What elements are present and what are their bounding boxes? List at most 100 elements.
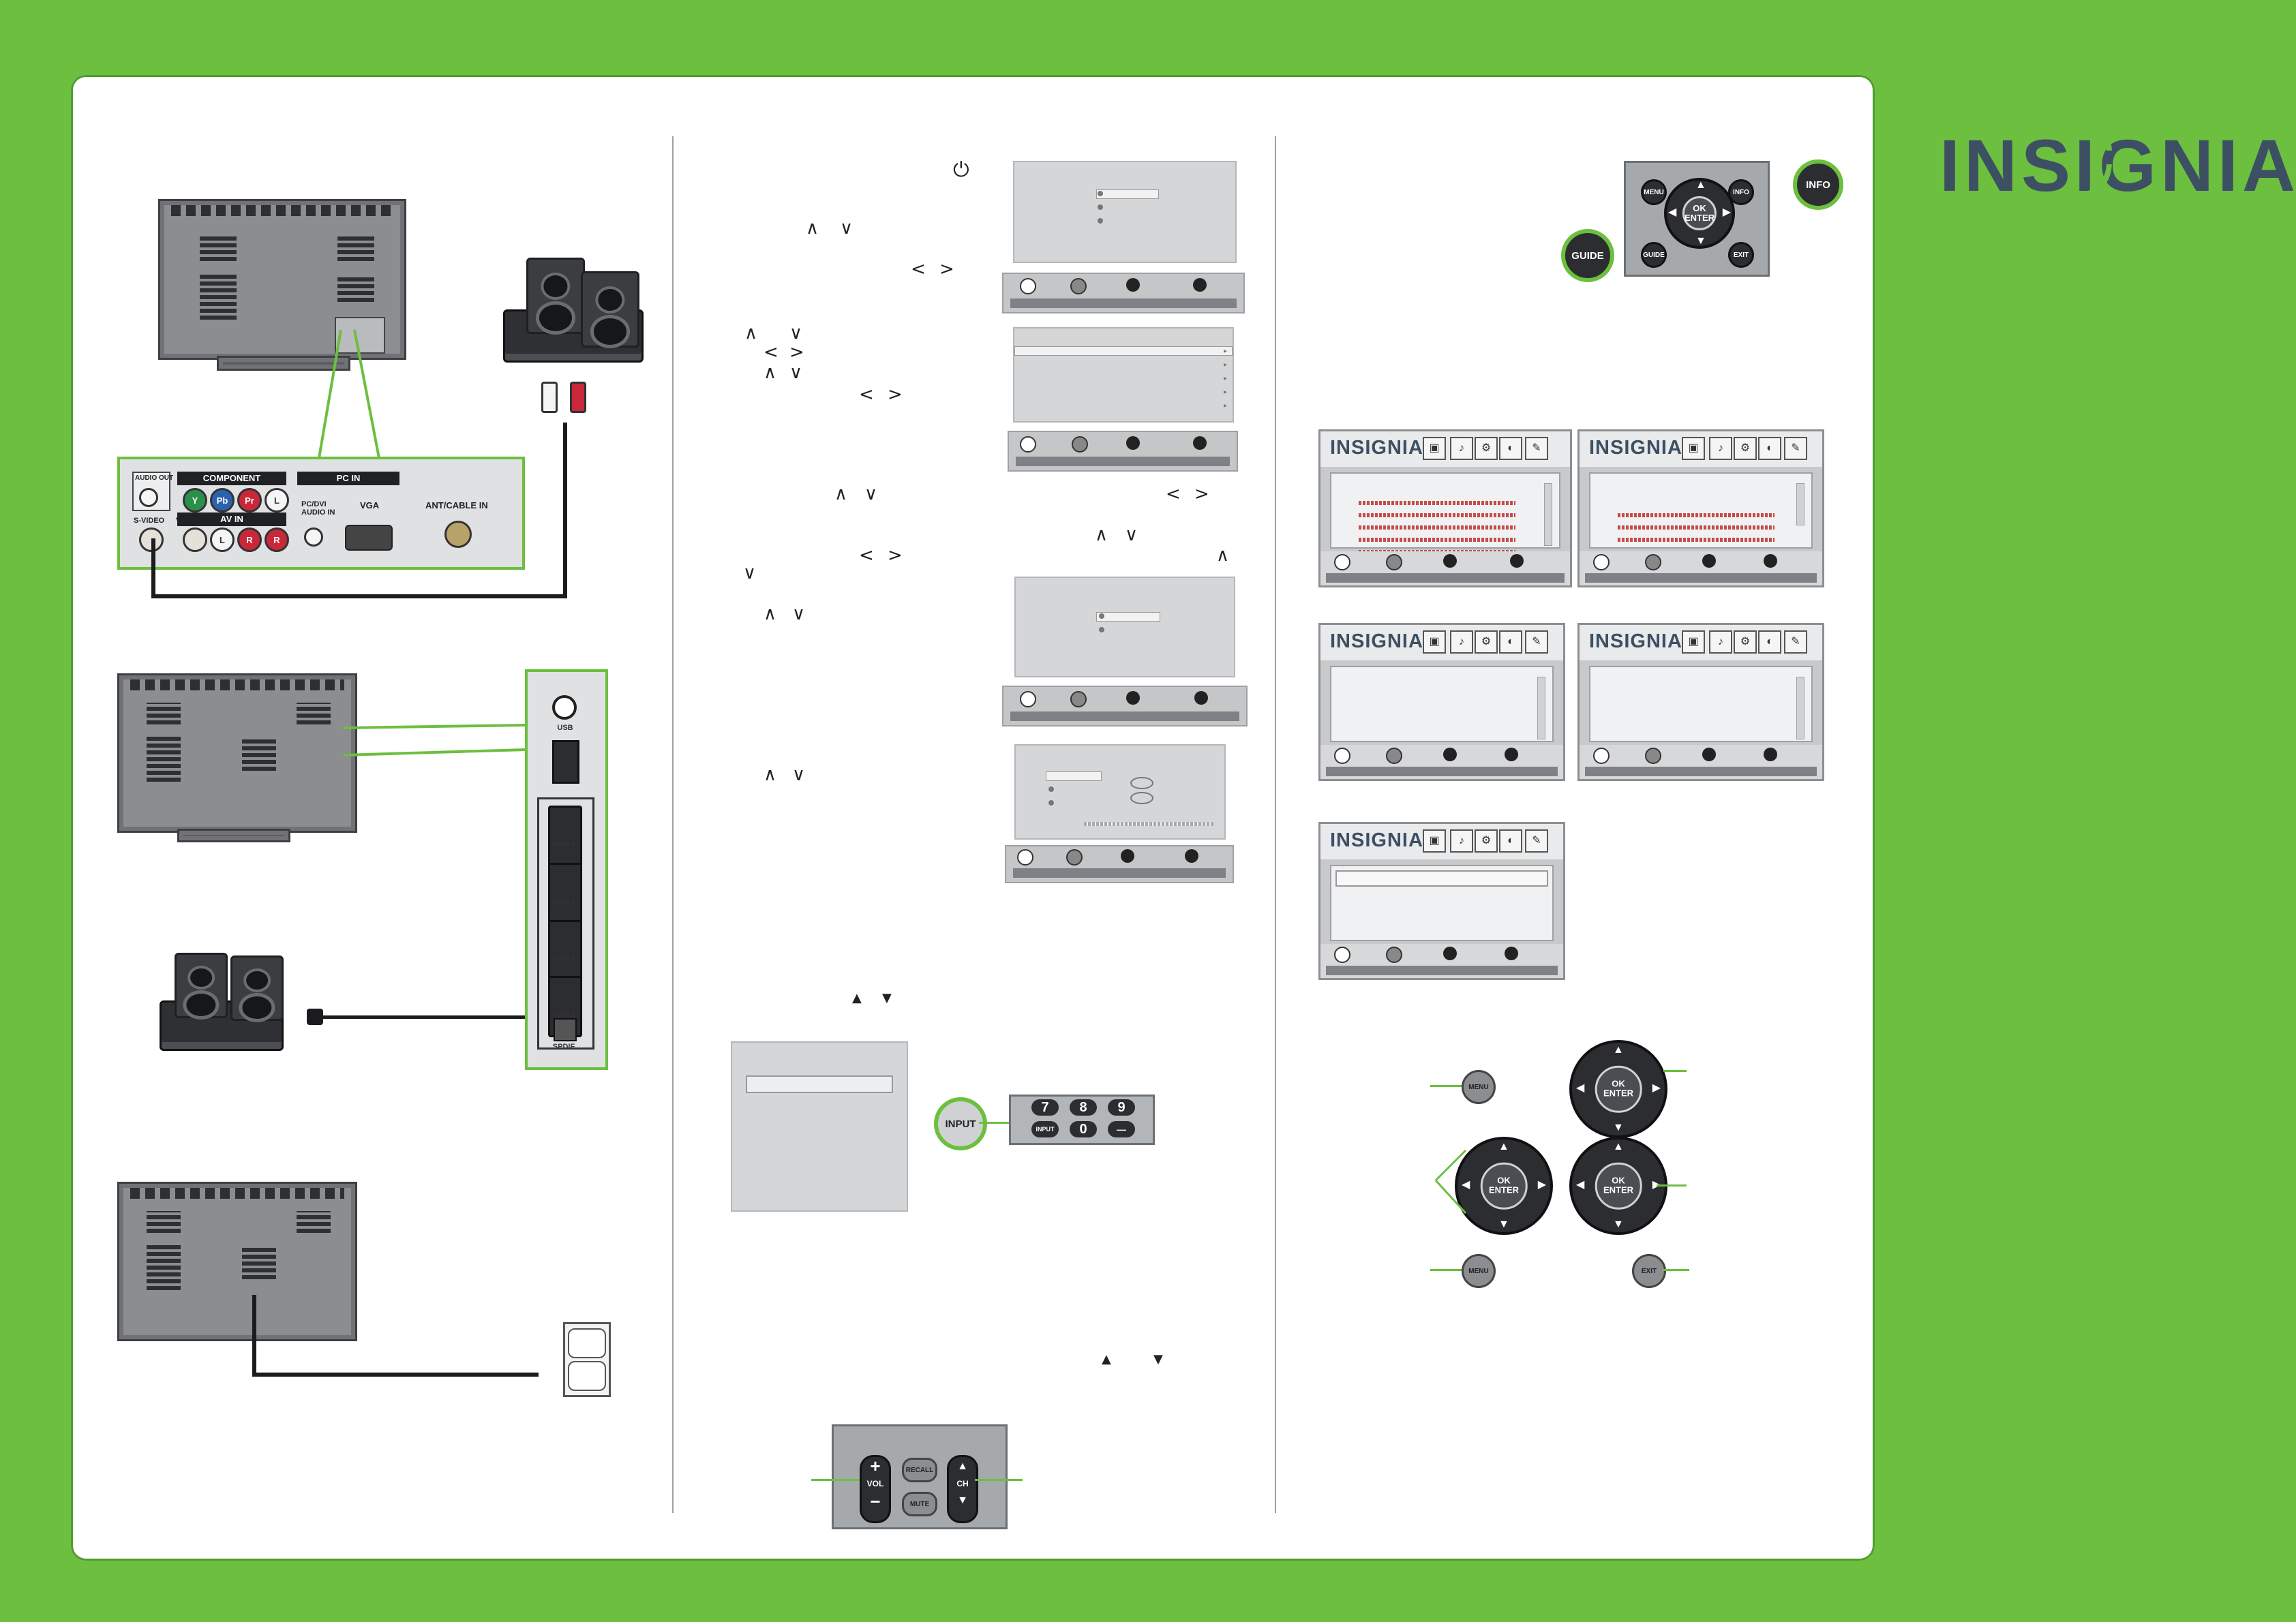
up-arrow-icon: ∧ bbox=[1216, 545, 1230, 566]
down-arrow-icon: ∨ bbox=[840, 218, 854, 239]
right-arrow-icon: > bbox=[789, 342, 804, 363]
info-callout[interactable]: INFO bbox=[1793, 159, 1843, 210]
av-r2-jack[interactable]: R bbox=[265, 527, 289, 552]
left-arrow-icon: < bbox=[911, 259, 926, 279]
column-divider bbox=[1275, 136, 1276, 1513]
vga-label: VGA bbox=[360, 500, 380, 510]
spdif-port[interactable] bbox=[554, 1018, 577, 1041]
av-l-jack[interactable]: L bbox=[210, 527, 235, 552]
menu-button[interactable]: MENU bbox=[1462, 1070, 1496, 1104]
component-l-jack[interactable]: L bbox=[265, 488, 289, 512]
menu-button[interactable]: MENU bbox=[1641, 179, 1667, 205]
tv-back-3 bbox=[117, 1182, 357, 1341]
av-r-jack[interactable]: R bbox=[237, 527, 262, 552]
av-in-label: AV IN bbox=[177, 512, 286, 526]
hdmi3-label: HDMI 3 bbox=[552, 898, 575, 906]
component-y-jack[interactable]: Y bbox=[183, 488, 207, 512]
down-arrow-icon: ∨ bbox=[792, 604, 806, 624]
input-source-selected[interactable] bbox=[746, 1075, 893, 1093]
pc-dvi-audio-label: PC/DVI AUDIO IN bbox=[301, 500, 335, 517]
callout-line bbox=[1430, 1269, 1462, 1271]
side-panel: USB HDMI 4 HDMI 3 HDMI 2 HDMI 1 SPDIF bbox=[525, 669, 608, 1070]
menu-selected-row[interactable] bbox=[1335, 870, 1548, 887]
callout-line bbox=[979, 1122, 1010, 1124]
outlet-icon bbox=[563, 1322, 611, 1397]
component-label: COMPONENT bbox=[177, 472, 286, 485]
hdmi4-port[interactable] bbox=[548, 806, 582, 867]
hdmi3-port[interactable] bbox=[548, 863, 582, 924]
up-arrow-icon: ∧ bbox=[744, 323, 758, 343]
key-dash[interactable]: — bbox=[1108, 1121, 1135, 1137]
right-arrow-icon: > bbox=[888, 384, 903, 405]
key-9[interactable]: 9 bbox=[1108, 1099, 1135, 1116]
audio-cable bbox=[151, 538, 155, 597]
menu-screen-picture: INSIGNIA ▣♪ ⚙◐✎ bbox=[1318, 429, 1572, 587]
osd-screen-4 bbox=[1014, 744, 1226, 840]
down-arrow-icon: ∨ bbox=[743, 563, 757, 583]
right-arrow-icon: > bbox=[888, 545, 903, 566]
up-arrow-icon: ∧ bbox=[1095, 525, 1108, 545]
callout-line bbox=[1430, 1085, 1462, 1087]
input-button[interactable]: INPUT bbox=[934, 1097, 987, 1150]
exit-button[interactable]: EXIT bbox=[1728, 242, 1754, 268]
osd-footer bbox=[1002, 686, 1248, 726]
up-arrow-icon: ∧ bbox=[806, 218, 819, 239]
headphone-icon[interactable] bbox=[552, 695, 577, 720]
callout-line bbox=[975, 1479, 1023, 1481]
video-jack[interactable] bbox=[183, 527, 207, 552]
key-7[interactable]: 7 bbox=[1031, 1099, 1059, 1116]
ant-cable-jack[interactable] bbox=[444, 521, 472, 548]
callout-line bbox=[811, 1479, 859, 1481]
down-arrow-icon: ▼ bbox=[1153, 1352, 1163, 1366]
power-cord bbox=[252, 1295, 256, 1377]
s-video-label: S-VIDEO bbox=[134, 517, 165, 525]
audio-out-label: AUDIO OUT bbox=[135, 474, 174, 482]
osd-screen-3 bbox=[1014, 577, 1235, 677]
guide-button[interactable]: GUIDE bbox=[1641, 242, 1667, 268]
hdmi2-port[interactable] bbox=[548, 920, 582, 981]
right-arrow-icon: > bbox=[939, 259, 954, 279]
vol-rocker[interactable]: + VOL − bbox=[860, 1455, 891, 1523]
left-arrow-icon: < bbox=[859, 384, 874, 405]
pc-audio-jack[interactable] bbox=[304, 527, 323, 547]
recall-button[interactable]: RECALL bbox=[902, 1458, 937, 1482]
optical-plug bbox=[307, 1009, 323, 1025]
key-0[interactable]: 0 bbox=[1070, 1121, 1097, 1137]
exit-button[interactable]: EXIT bbox=[1632, 1254, 1666, 1288]
connection-panel: AUDIO OUT COMPONENT Y Pb Pr L AV IN S-VI… bbox=[117, 457, 525, 570]
rca-plug-red bbox=[570, 382, 586, 413]
spdif-label: SPDIF bbox=[552, 1043, 575, 1051]
remote-keypad: 7 8 9 INPUT 0 — bbox=[1009, 1095, 1155, 1145]
audio-cable bbox=[563, 423, 567, 598]
tv-back-1 bbox=[158, 199, 406, 360]
ch-rocker[interactable]: ▲ CH ▼ bbox=[947, 1455, 978, 1523]
info-button[interactable]: INFO bbox=[1728, 179, 1754, 205]
input-key[interactable]: INPUT bbox=[1031, 1121, 1059, 1137]
audio-cable bbox=[151, 594, 567, 598]
usb-port[interactable] bbox=[552, 740, 579, 784]
optical-cable bbox=[320, 1015, 525, 1019]
up-arrow-icon: ∧ bbox=[834, 484, 848, 504]
left-arrow-icon: < bbox=[859, 545, 874, 566]
mute-button[interactable]: MUTE bbox=[902, 1492, 937, 1516]
callout-lines bbox=[1434, 1149, 1467, 1214]
input-source-list bbox=[731, 1041, 908, 1212]
up-arrow-icon: ∧ bbox=[764, 765, 777, 785]
brand-arc-icon bbox=[2083, 117, 2112, 198]
guide-callout[interactable]: GUIDE bbox=[1561, 229, 1614, 282]
audio-out-jack[interactable] bbox=[139, 488, 158, 507]
right-arrow-icon: > bbox=[1194, 484, 1209, 504]
component-pb-jack[interactable]: Pb bbox=[210, 488, 235, 512]
vga-port[interactable] bbox=[345, 525, 393, 551]
speaker-icon bbox=[581, 271, 639, 348]
menu-button[interactable]: MENU bbox=[1462, 1254, 1496, 1288]
power-icon: ⏻ bbox=[953, 158, 969, 182]
component-pr-jack[interactable]: Pr bbox=[237, 488, 262, 512]
key-8[interactable]: 8 bbox=[1070, 1099, 1097, 1116]
osd-screen-2: ▸ ▸ ▸ ▸ ▸ bbox=[1013, 327, 1234, 423]
